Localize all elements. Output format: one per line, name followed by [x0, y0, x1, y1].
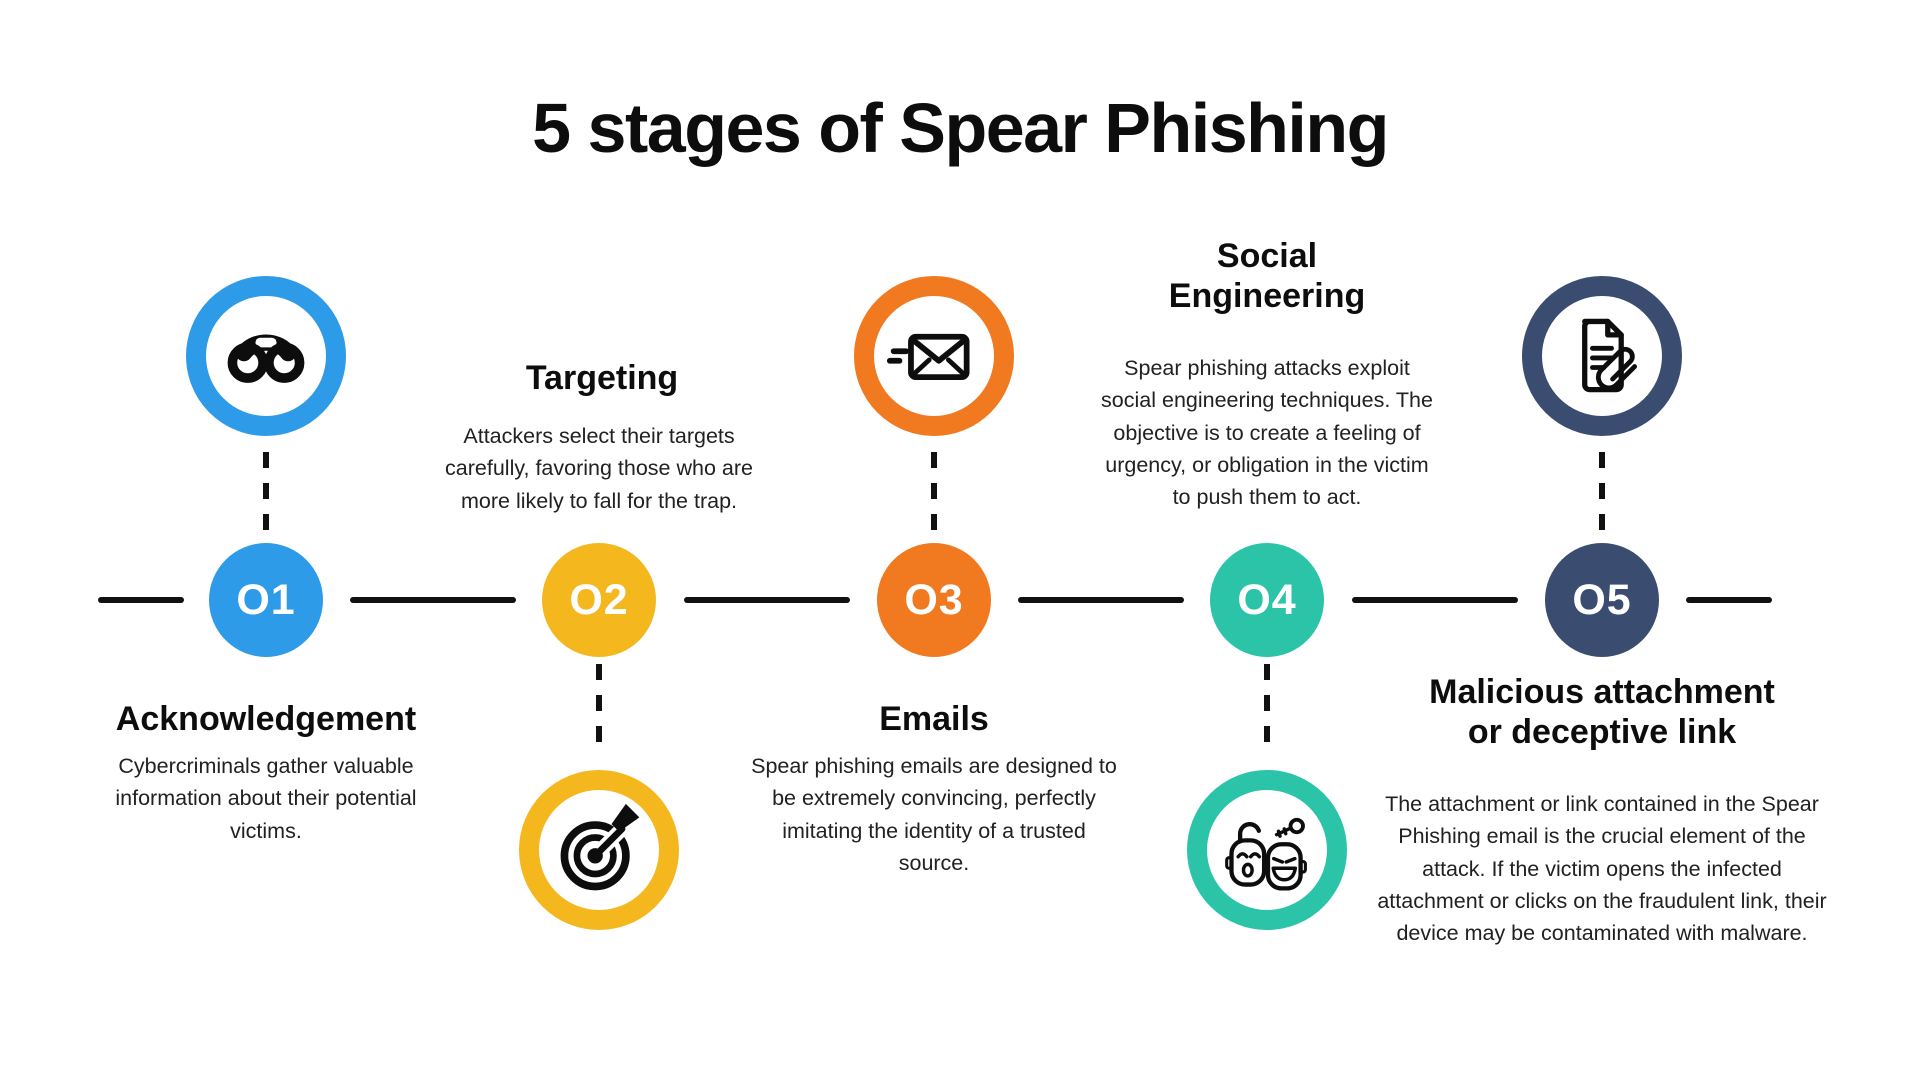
- document-attachment-icon: [1582, 318, 1638, 393]
- dashed-connector: [596, 664, 602, 756]
- stage5-number-badge: O5: [1545, 543, 1659, 657]
- stage4-title: Social Engineering: [1168, 237, 1366, 316]
- stage1-number-badge: O1: [209, 543, 323, 657]
- timeline-segment: [1352, 597, 1518, 603]
- stage3-title: Emails: [879, 700, 989, 738]
- stage5-title: Malicious attachment or deceptive link: [1429, 673, 1775, 752]
- timeline-segment: [350, 597, 516, 603]
- stage1-description: Cybercriminals gather valuable informati…: [115, 754, 417, 843]
- page-title: 5 stages of Spear Phishing: [532, 89, 1389, 167]
- stage3-number-badge: O3: [877, 543, 991, 657]
- stage1-icon-ring: [186, 276, 346, 436]
- binoculars-icon: [227, 334, 305, 383]
- stage2-description: Attackers select their targets carefully…: [445, 424, 753, 513]
- stage1-title: Acknowledgement: [115, 700, 417, 738]
- timeline-segment: [684, 597, 850, 603]
- stage3-icon-ring: [854, 276, 1014, 436]
- stage2-title: Targeting: [525, 359, 679, 397]
- stage2-number-badge: O2: [542, 543, 656, 657]
- timeline-segment: [1686, 597, 1772, 603]
- dashed-connector: [1599, 452, 1605, 542]
- stage5-icon-ring: [1522, 276, 1682, 436]
- stage5-description: The attachment or link contained in the …: [1377, 792, 1827, 945]
- stage4-description: Spear phishing attacks exploit social en…: [1101, 356, 1433, 509]
- dashed-connector: [263, 452, 269, 542]
- stage3-description: Spear phishing emails are designed to be…: [751, 754, 1117, 875]
- stage2-icon-ring: [519, 770, 679, 930]
- dashed-connector: [931, 452, 937, 542]
- timeline-segment: [1018, 597, 1184, 603]
- stage4-icon-ring: [1187, 770, 1347, 930]
- stage4-number-badge: O4: [1210, 543, 1324, 657]
- target-icon: [560, 803, 640, 891]
- social-engineering-icon: [1225, 817, 1307, 891]
- speeding-email-icon: [886, 333, 970, 380]
- dashed-connector: [1264, 664, 1270, 756]
- timeline-segment: [98, 597, 184, 603]
